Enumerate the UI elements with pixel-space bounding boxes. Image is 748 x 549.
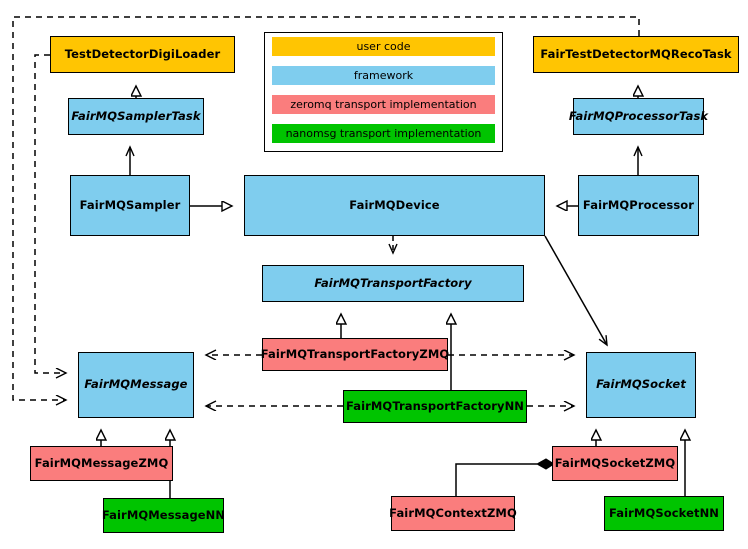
legend-item-zeromq: zeromq transport implementation (272, 95, 495, 114)
class-node-fairmqsocketnn[interactable]: FairMQSocketNN (604, 496, 724, 531)
class-node-fairmqsamplertask[interactable]: FairMQSamplerTask (68, 98, 204, 135)
legend-item-framework: framework (272, 66, 495, 85)
class-node-fairmqmessagezmq[interactable]: FairMQMessageZMQ (30, 446, 173, 481)
legend-item-user-code: user code (272, 37, 495, 56)
class-node-testdetectordigiloader[interactable]: TestDetectorDigiLoader (50, 36, 235, 73)
class-node-fairmqtransportfactorynn[interactable]: FairMQTransportFactoryNN (343, 390, 527, 423)
class-node-fairmqtransportfactory[interactable]: FairMQTransportFactory (262, 265, 524, 302)
class-node-fairmqmessagenn[interactable]: FairMQMessageNN (102, 498, 225, 533)
class-node-fairmqsampler[interactable]: FairMQSampler (70, 175, 190, 236)
class-node-fairtestdetectormqrecotask[interactable]: FairTestDetectorMQRecoTask (533, 36, 739, 73)
legend-item-nanomsg: nanomsg transport implementation (272, 124, 495, 143)
class-node-fairmqtransportfactoryzmq[interactable]: FairMQTransportFactoryZMQ (261, 338, 449, 371)
class-node-fairmqsocketzmq[interactable]: FairMQSocketZMQ (552, 446, 678, 481)
class-node-fairmqmessage[interactable]: FairMQMessage (78, 352, 194, 418)
class-node-fairmqprocessortask[interactable]: FairMQProcessorTask (569, 98, 708, 135)
edge-device-socket (544, 235, 608, 347)
class-node-fairmqsocket[interactable]: FairMQSocket (586, 352, 696, 418)
edge-socketzmq-contextzmq (455, 458, 555, 496)
class-node-fairmqcontextzmq[interactable]: FairMQContextZMQ (389, 496, 517, 531)
class-node-fairmqdevice[interactable]: FairMQDevice (244, 175, 545, 236)
edge-digiloader-message (34, 54, 66, 373)
class-node-fairmqprocessor[interactable]: FairMQProcessor (578, 175, 699, 236)
